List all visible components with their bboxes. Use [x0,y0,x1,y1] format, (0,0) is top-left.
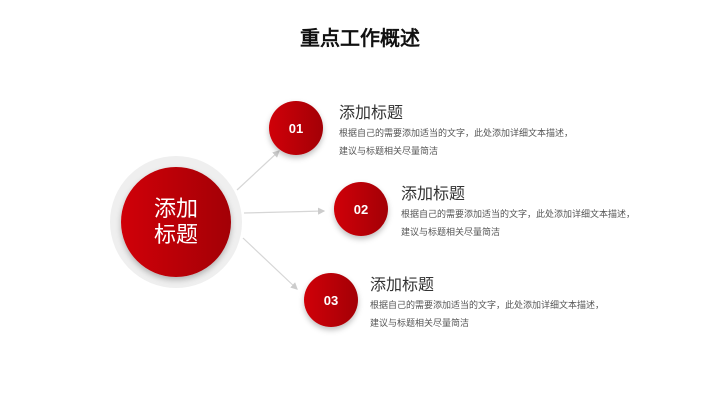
center-circle: 添加标题 [121,167,231,277]
item-03: 添加标题 根据自己的需要添加适当的文字，此处添加详细文本描述， 建议与标题相关尽… [370,276,604,332]
number-badge-01: 01 [269,101,323,155]
number-badge-03: 03 [304,273,358,327]
item-01: 添加标题 根据自己的需要添加适当的文字，此处添加详细文本描述， 建议与标题相关尽… [339,104,573,160]
center-label: 添加标题 [153,196,198,247]
item-title: 添加标题 [401,186,466,203]
item-desc: 建议与标题相关尽量简洁 [401,227,501,237]
item-desc: 根据自己的需要添加适当的文字，此处添加详细文本描述， [339,128,574,138]
item-desc: 建议与标题相关尽量简洁 [370,318,470,328]
item-title: 添加标题 [370,277,435,294]
item-desc: 根据自己的需要添加适当的文字，此处添加详细文本描述， [370,300,605,310]
item-02: 添加标题 根据自己的需要添加适当的文字，此处添加详细文本描述， 建议与标题相关尽… [401,185,635,241]
item-desc: 建议与标题相关尽量简洁 [339,146,439,156]
arrow-02 [243,207,326,215]
item-desc: 根据自己的需要添加适当的文字，此处添加详细文本描述， [401,209,636,219]
arrow-03 [242,237,298,290]
arrow-01 [236,150,280,191]
number-badge-02: 02 [334,182,388,236]
item-title: 添加标题 [339,105,404,122]
page-title: 重点工作概述 [300,28,420,50]
